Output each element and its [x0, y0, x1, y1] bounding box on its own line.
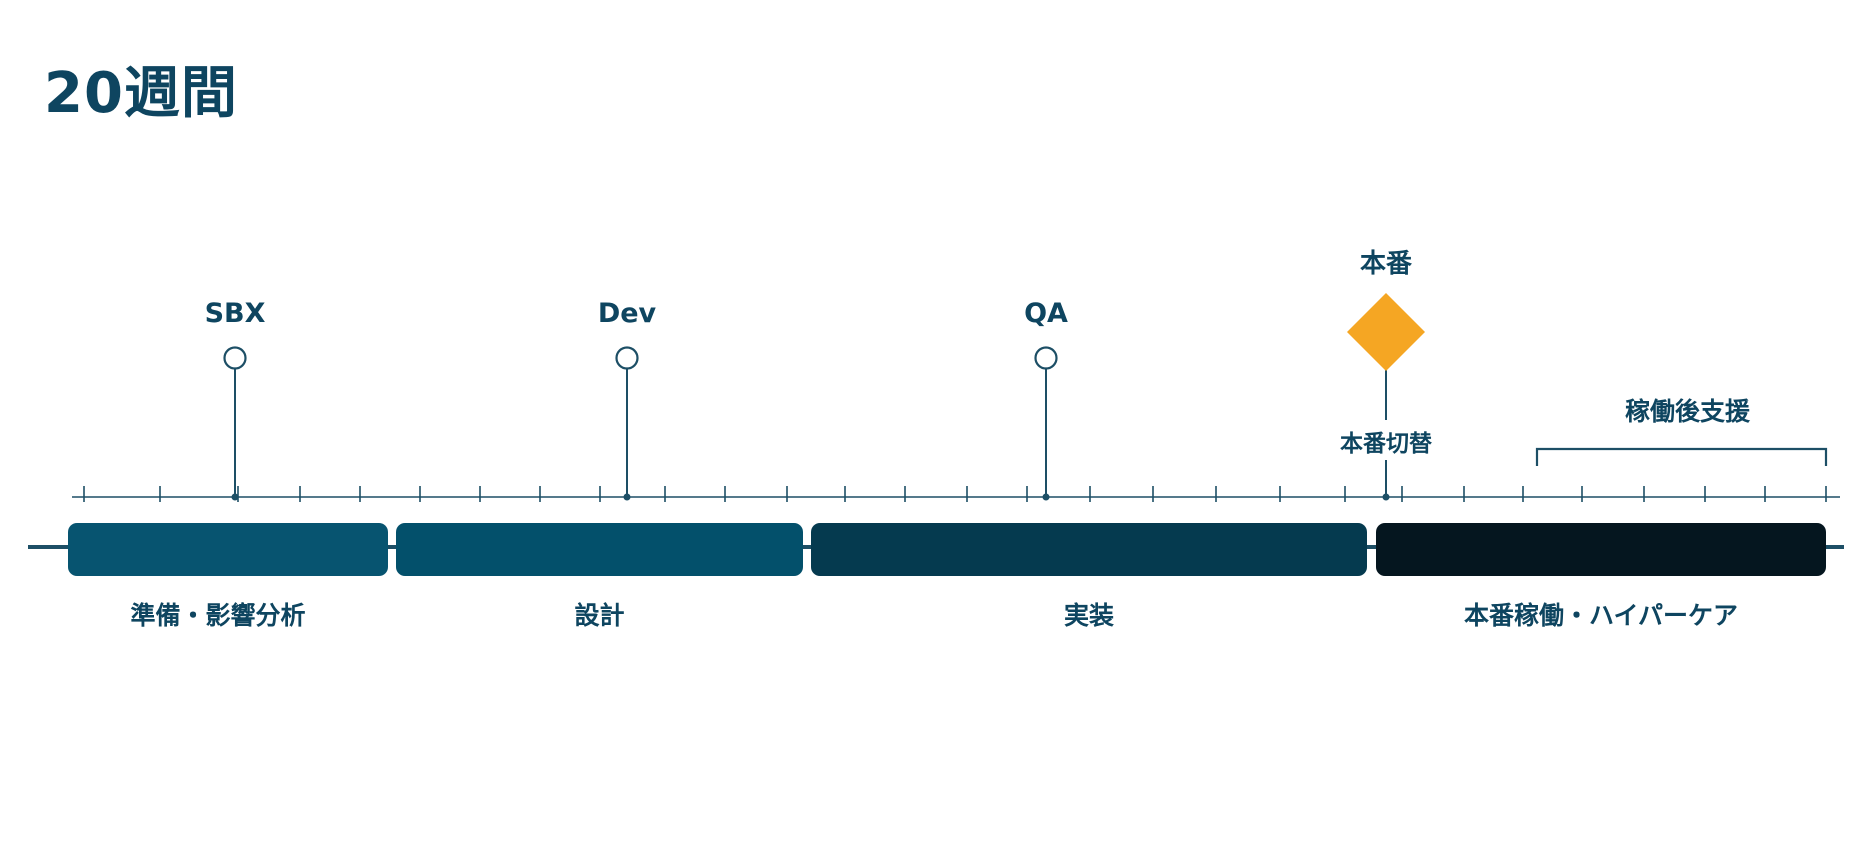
milestone-dot [1382, 493, 1390, 501]
milestone-dot [1042, 493, 1050, 501]
phase-label: 設計 [574, 601, 624, 630]
phase-bars: 準備・影響分析 設計 実装 本番稼働・ハイパーケア [68, 523, 1826, 630]
milestone-sublabel: 本番切替 [1340, 431, 1432, 457]
milestone-label: 本番 [1360, 249, 1413, 279]
milestone-circle [615, 346, 639, 370]
milestone-label: QA [1024, 298, 1068, 329]
support-bracket [1535, 447, 1828, 466]
golive-diamond [1347, 293, 1425, 371]
phase-bar [1376, 523, 1826, 576]
phase-bar [68, 523, 388, 576]
milestone-dot [623, 493, 631, 501]
milestone-circle [1034, 346, 1058, 370]
milestone-circle [223, 346, 247, 370]
support-label: 稼働後支援 [1625, 397, 1751, 426]
week-ticks [83, 486, 1827, 502]
phase-label: 実装 [1064, 601, 1114, 630]
phase-bar [811, 523, 1367, 576]
milestone-dot [231, 493, 239, 501]
page-title: 20週間 [44, 61, 238, 126]
post-launch-support: 稼働後支援 [1535, 397, 1828, 466]
phase-label: 本番稼働・ハイパーケア [1464, 601, 1738, 630]
milestone-label: SBX [205, 298, 266, 329]
phase-bar [396, 523, 803, 576]
milestone-label: Dev [598, 298, 657, 329]
phase-label: 準備・影響分析 [130, 601, 305, 630]
